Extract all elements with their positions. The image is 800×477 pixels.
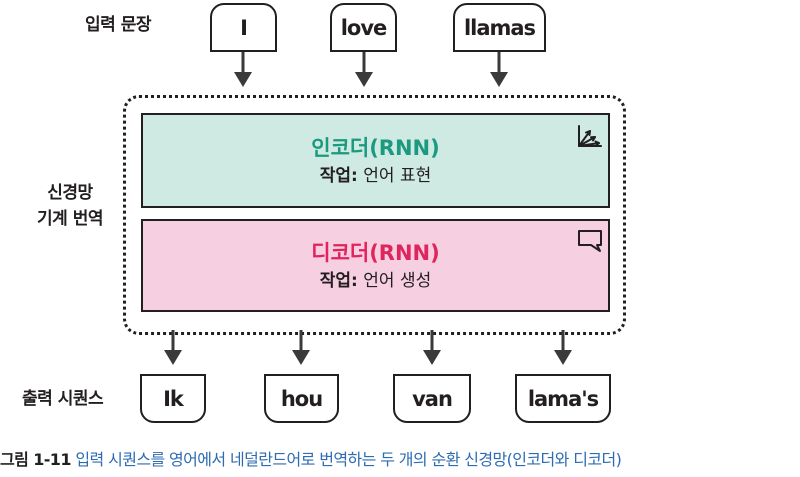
input-token-i: I bbox=[210, 3, 277, 52]
input-sentence-label: 입력 문장 bbox=[85, 15, 151, 35]
input-token-love: love bbox=[330, 3, 397, 52]
model-label: 신경망 기계 번역 bbox=[28, 180, 112, 232]
neural-translation-container bbox=[123, 95, 626, 335]
encoder-task: 작업: 언어 표현 bbox=[320, 164, 431, 188]
encoder-block: 인코더(RNN) 작업: 언어 표현 bbox=[141, 113, 610, 208]
speech-bubble-icon bbox=[578, 230, 602, 252]
arrowhead-output-lamas bbox=[554, 350, 572, 365]
arrowhead-output-hou bbox=[292, 350, 310, 365]
model-label-line2: 기계 번역 bbox=[37, 209, 103, 229]
encoder-task-label: 작업: bbox=[319, 165, 358, 186]
encoder-title: 인코더(RNN) bbox=[311, 135, 440, 160]
figure-caption: 그림 1-11 입력 시퀀스를 영어에서 네덜란드어로 번역하는 두 개의 순환… bbox=[0, 449, 800, 471]
figure-caption-text: 입력 시퀀스를 영어에서 네덜란드어로 번역하는 두 개의 순환 신경망(인코더… bbox=[75, 450, 622, 469]
figure-number: 그림 1-11 bbox=[0, 450, 71, 469]
output-token-ik: Ik bbox=[140, 374, 206, 423]
decoder-task-value: 언어 생성 bbox=[357, 270, 432, 291]
arrowhead-input-i bbox=[234, 72, 252, 87]
output-sequence-label: 출력 시퀀스 bbox=[22, 389, 104, 409]
input-token-llamas: llamas bbox=[453, 3, 546, 52]
decoder-title: 디코더(RNN) bbox=[311, 240, 440, 265]
encoder-task-value: 언어 표현 bbox=[357, 165, 432, 186]
output-token-lamas: lama's bbox=[515, 374, 611, 423]
arrowhead-output-van bbox=[423, 350, 441, 365]
output-token-van: van bbox=[393, 374, 471, 423]
vector-embedding-icon bbox=[578, 125, 602, 147]
arrowhead-input-love bbox=[355, 72, 373, 87]
model-label-line1: 신경망 bbox=[47, 183, 93, 203]
decoder-task-label: 작업: bbox=[319, 270, 358, 291]
arrowhead-output-ik bbox=[164, 350, 182, 365]
decoder-block: 디코더(RNN) 작업: 언어 생성 bbox=[141, 219, 610, 312]
output-token-hou: hou bbox=[264, 374, 339, 423]
arrowhead-input-llamas bbox=[490, 72, 508, 87]
decoder-task: 작업: 언어 생성 bbox=[320, 269, 431, 293]
